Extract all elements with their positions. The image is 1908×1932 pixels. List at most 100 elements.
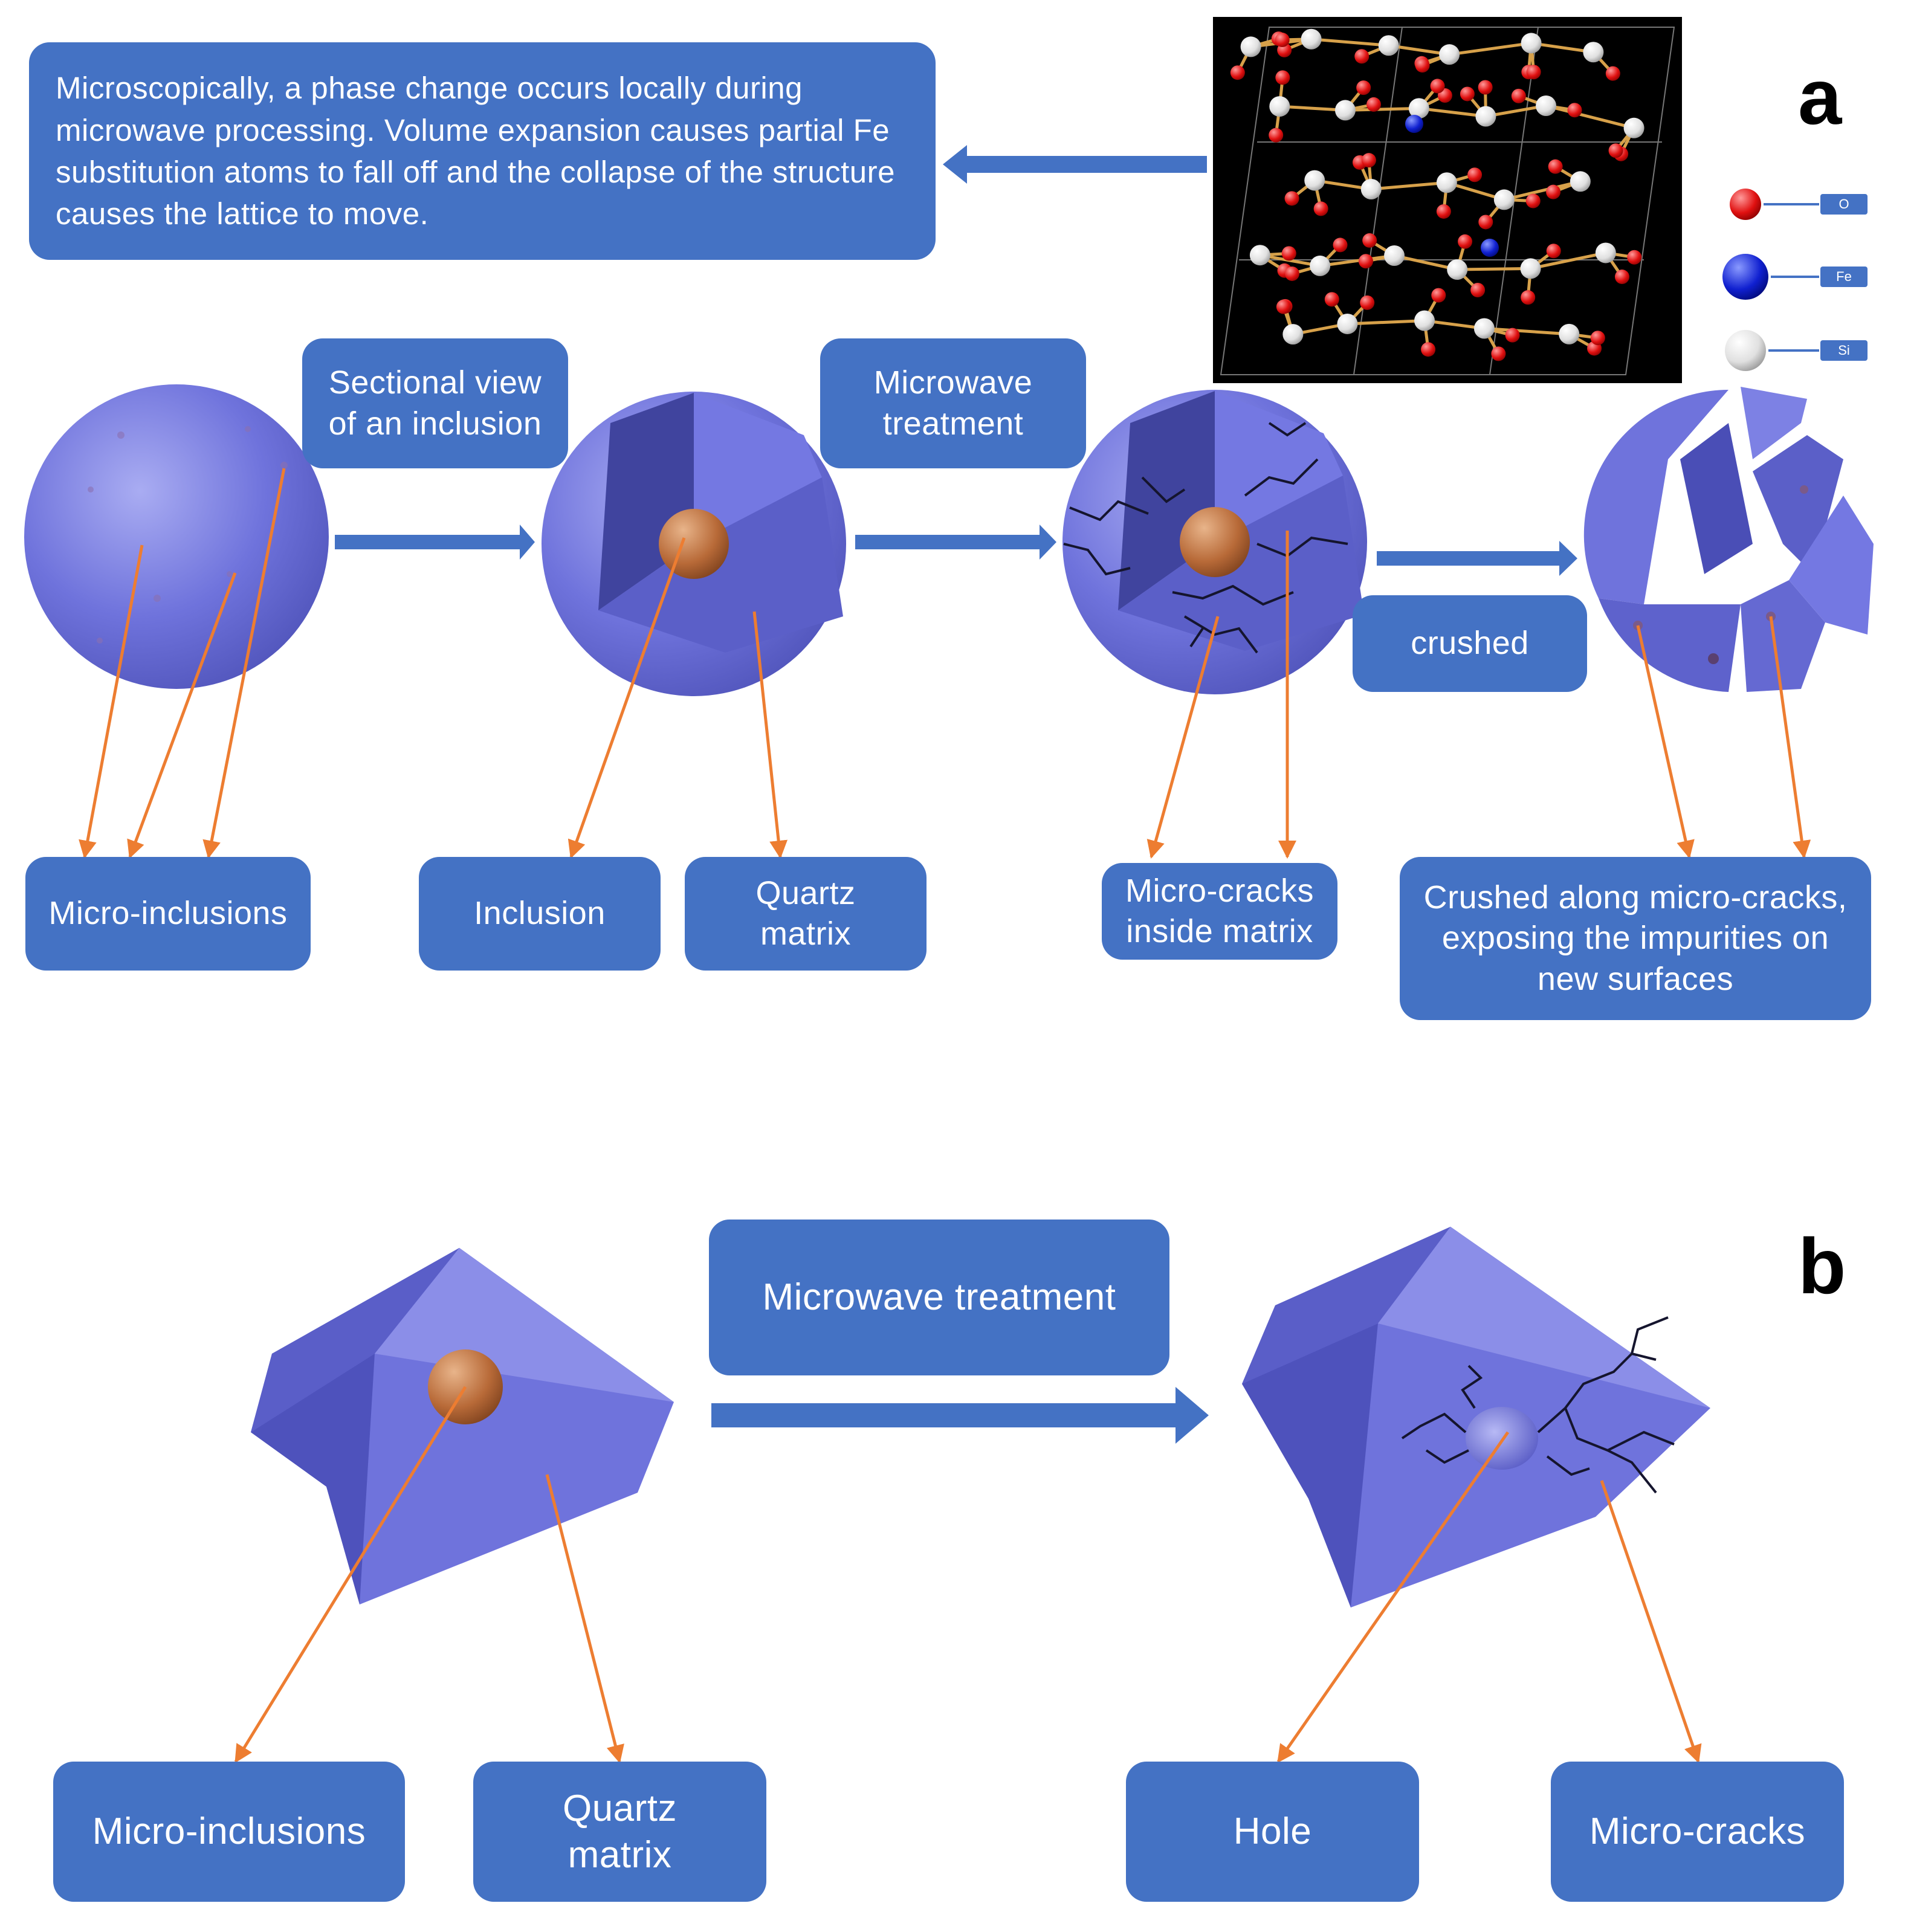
silicon-atom xyxy=(1337,313,1358,334)
oxygen-atom xyxy=(1421,342,1436,357)
oxygen-atom xyxy=(1546,244,1561,259)
oxygen-atom xyxy=(1605,66,1620,81)
silicon-atom xyxy=(1378,35,1399,56)
bond xyxy=(1531,41,1594,54)
sectional-view-label: Sectional view of an inclusion xyxy=(302,338,568,468)
oxygen-atom xyxy=(1478,215,1493,230)
bond xyxy=(1279,105,1346,112)
oxygen-atom xyxy=(1614,270,1629,285)
silicon-atom xyxy=(1473,318,1495,339)
bond xyxy=(1504,179,1581,201)
silicon-atom xyxy=(1536,95,1557,117)
micro-inclusions-callout: Micro-inclusions xyxy=(25,857,311,971)
oxygen-atom xyxy=(1430,79,1445,94)
silicon-atom xyxy=(1447,259,1468,280)
silicon-atom xyxy=(1384,245,1405,267)
oxygen-atom xyxy=(1358,254,1373,269)
legend-si-label: Si xyxy=(1820,340,1868,361)
legend-fe-ball xyxy=(1722,254,1768,300)
flow-arrows-a xyxy=(335,145,1577,1444)
silicon-atom xyxy=(1439,44,1460,65)
oxygen-atom xyxy=(1511,88,1526,103)
oxygen-atom xyxy=(1526,65,1541,80)
bond xyxy=(1530,251,1606,270)
silicon-atom xyxy=(1282,324,1304,345)
oxygen-atom xyxy=(1505,328,1520,343)
silicon-atom xyxy=(1493,189,1515,210)
sphere-cracked xyxy=(1062,390,1367,694)
oxygen-atom xyxy=(1269,128,1284,143)
oxygen-atom xyxy=(1590,331,1605,346)
hole-callout-b: Hole xyxy=(1126,1762,1419,1902)
bond xyxy=(1371,181,1447,191)
silicon-atom xyxy=(1304,170,1325,191)
silicon-atom xyxy=(1334,100,1356,121)
oxygen-atom xyxy=(1324,292,1339,307)
legend-o-ball xyxy=(1730,189,1761,220)
bond xyxy=(1319,254,1395,268)
bond xyxy=(1418,106,1486,118)
oxygen-atom xyxy=(1415,58,1430,73)
panel-a-letter: a xyxy=(1798,53,1842,141)
leader-lines-b xyxy=(234,1386,1702,1763)
oxygen-atom xyxy=(1521,290,1536,305)
silicon-atom xyxy=(1595,242,1616,263)
silicon-atom xyxy=(1414,310,1435,331)
oxygen-atom xyxy=(1275,70,1290,85)
silicon-atom xyxy=(1436,172,1457,193)
oxygen-atom xyxy=(1284,266,1299,281)
oxygen-atom xyxy=(1276,299,1291,314)
molecular-structure xyxy=(1213,17,1682,383)
silicon-atom xyxy=(1240,36,1261,57)
silicon-atom xyxy=(1475,106,1496,127)
oxygen-atom xyxy=(1467,167,1483,183)
silicon-atom xyxy=(1583,42,1604,63)
oxygen-atom xyxy=(1546,184,1561,199)
bond xyxy=(1347,319,1425,326)
crushed-along-callout: Crushed along micro-cracks, exposing the… xyxy=(1400,857,1871,1020)
silicon-atom xyxy=(1559,323,1580,344)
oxygen-atom xyxy=(1361,153,1376,168)
oxygen-atom xyxy=(1354,49,1370,64)
crystal-after xyxy=(1242,1227,1710,1607)
oxygen-atom xyxy=(1478,80,1493,95)
bond xyxy=(1311,37,1389,47)
silicon-atom xyxy=(1360,179,1382,200)
bond xyxy=(1484,326,1570,336)
oxygen-atom xyxy=(1627,250,1642,265)
oxygen-atom xyxy=(1491,346,1506,361)
silicon-atom xyxy=(1408,98,1429,119)
oxygen-atom xyxy=(1284,191,1299,206)
iron-atom xyxy=(1481,239,1499,257)
inclusion-callout: Inclusion xyxy=(419,857,661,971)
bond xyxy=(1545,104,1635,130)
oxygen-atom xyxy=(1436,204,1451,219)
oxygen-atom xyxy=(1608,143,1623,158)
description-box: Microscopically, a phase change occurs l… xyxy=(29,42,936,260)
oxygen-atom xyxy=(1362,233,1377,248)
panel-b-letter: b xyxy=(1798,1222,1846,1310)
legend-si-ball xyxy=(1725,330,1766,371)
oxygen-atom xyxy=(1333,237,1348,253)
oxygen-atom xyxy=(1470,283,1486,298)
silicon-atom xyxy=(1301,28,1322,50)
silicon-atom xyxy=(1520,258,1541,279)
oxygen-atom xyxy=(1460,86,1475,102)
oxygen-atom xyxy=(1431,288,1446,303)
iron-atom xyxy=(1405,115,1423,133)
bond xyxy=(1345,106,1419,112)
crystal-before xyxy=(251,1248,674,1604)
micro-cracks-inside-callout: Micro-cracks inside matrix xyxy=(1102,863,1337,960)
oxygen-atom xyxy=(1548,159,1563,174)
legend-fe-label: Fe xyxy=(1820,267,1868,287)
oxygen-atom xyxy=(1230,65,1245,80)
silicon-atom xyxy=(1269,96,1290,117)
bond xyxy=(1457,267,1531,271)
silicon-atom xyxy=(1623,117,1644,138)
quartz-matrix-callout-b: Quartz matrix xyxy=(473,1762,766,1902)
atom-legend xyxy=(1722,189,1819,371)
silicon-atom xyxy=(1521,33,1542,54)
oxygen-atom xyxy=(1366,97,1381,112)
